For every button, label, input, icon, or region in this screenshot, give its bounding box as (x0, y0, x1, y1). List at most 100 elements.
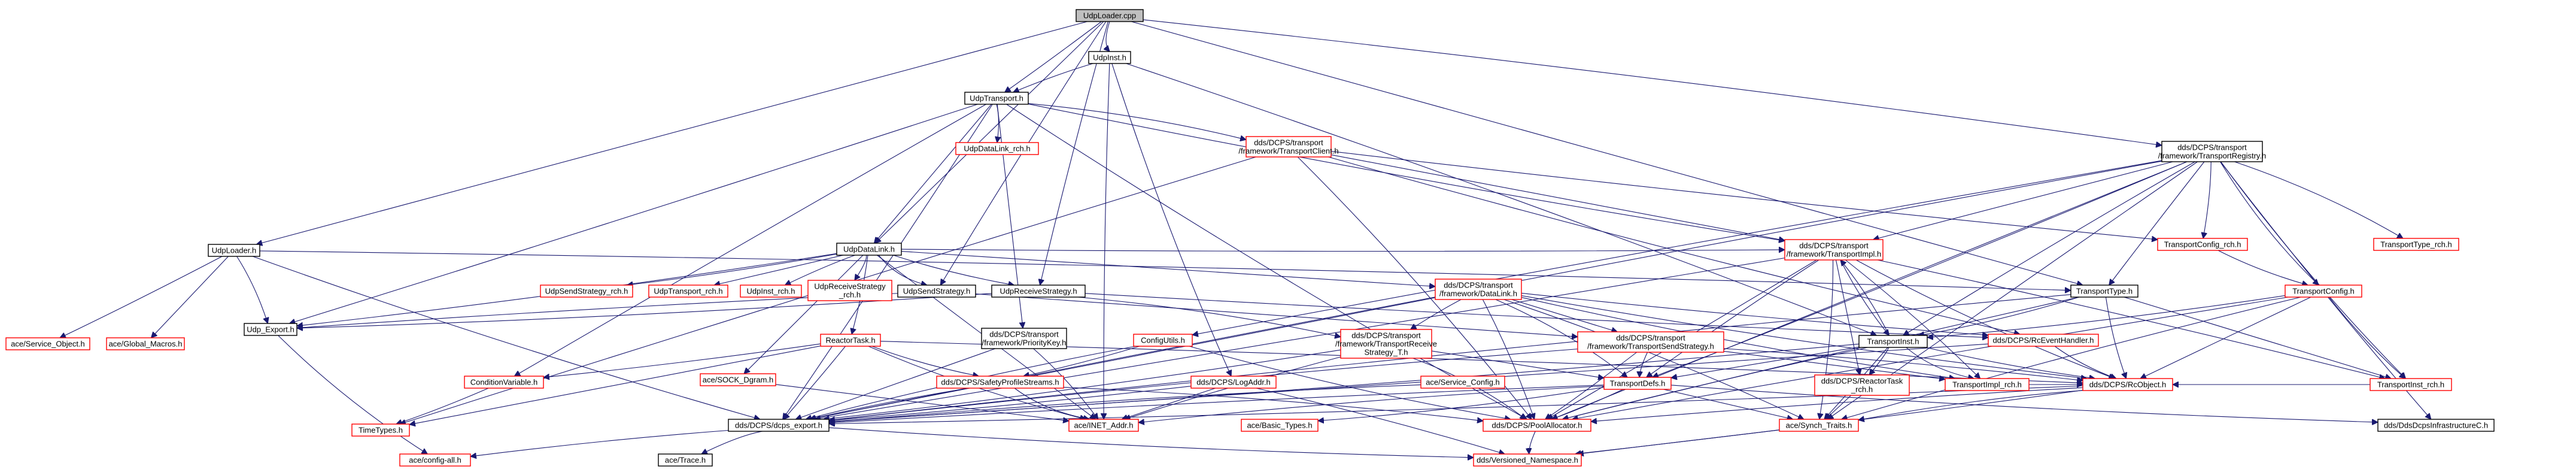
node-box (1133, 334, 1193, 347)
node-box (1784, 239, 1884, 261)
edge-transportconfig_h-to-synch_traits_h (1842, 296, 2301, 419)
node-box (1779, 419, 1859, 432)
node-transportreceivestrategy-t-h[interactable]: dds/DCPS/transport/framework/TransportRe… (1335, 329, 1437, 359)
node-transportclient-h[interactable]: dds/DCPS/transport/framework/TransportCl… (1238, 136, 1339, 158)
node-trace-h[interactable]: ace/Trace.h (658, 453, 713, 467)
node-versioned-namespace-h[interactable]: dds/Versioned_Namespace.h (1473, 453, 1582, 467)
node-service-config-h[interactable]: ace/Service_Config.h (1420, 376, 1505, 389)
edge-udploader_h-to-transporttype_h (259, 250, 2071, 291)
node-box (540, 285, 633, 298)
node-label: dds/DCPS/transport (1799, 241, 1869, 250)
node-rceventhandler-h[interactable]: dds/DCPS/RcEventHandler.h (1988, 334, 2099, 347)
node-box (700, 373, 776, 386)
edge-udploader_h-to-service_object_h (60, 256, 223, 338)
node-datalink-h[interactable]: dds/DCPS/transport/framework/DataLink.h (1435, 279, 1522, 300)
node-udpdatalink-h[interactable]: UdpDataLink.h (836, 243, 902, 256)
node-box (399, 453, 471, 467)
edge-reactortask_h-to-timetypes_h (409, 346, 821, 425)
node-udpreceivestrategy-h[interactable]: UdpReceiveStrategy.h (991, 285, 1086, 298)
node-udpreceivestrategy-rch-h[interactable]: UdpReceiveStrategy_rch.h (807, 280, 892, 301)
edge-udptransport_h-to-transportclient_h (1028, 103, 1246, 140)
node-udpsendstrategy-h[interactable]: UdpSendStrategy.h (897, 285, 976, 298)
node-poolallocator-h[interactable]: dds/DCPS/PoolAllocator.h (1483, 419, 1591, 432)
node-label: dds/Versioned_Namespace.h (1477, 456, 1578, 465)
node-box (2373, 238, 2459, 251)
node-box (1435, 279, 1522, 300)
node-transportsendstrategy-h[interactable]: dds/DCPS/transport/framework/TransportSe… (1577, 331, 1724, 353)
edge-transportregistry_h-to-transportimpl_h (1873, 161, 2173, 240)
node-label: UdpInst.h (1093, 53, 1126, 62)
node-box (728, 419, 830, 432)
node-udptransport-rch-h[interactable]: UdpTransport_rch.h (648, 285, 728, 298)
node-service-object-h[interactable]: ace/Service_Object.h (5, 337, 90, 350)
edge-rcobject_h-to-synch_traits_h (1858, 390, 2083, 420)
node-label: /framework/TransportClient.h (1238, 147, 1338, 156)
node-dcps-export-h[interactable]: dds/DCPS/dcps_export.h (728, 419, 830, 432)
node-transportimpl-h[interactable]: dds/DCPS/transport/framework/TransportIm… (1784, 239, 1884, 261)
node-udploader-h[interactable]: UdpLoader.h (208, 244, 260, 257)
node-label: Udp_Export.h (247, 325, 294, 334)
node-label: TransportInst.h (1867, 337, 1919, 346)
node-label: TransportConfig.h (2292, 287, 2355, 296)
edge-transportregistry_h-to-transportinst_rch_h (2220, 161, 2406, 379)
node-transportregistry-h[interactable]: dds/DCPS/transport/framework/TransportRe… (2158, 141, 2267, 162)
node-config-all-h[interactable]: ace/config-all.h (399, 453, 471, 467)
edge-rcobject_h-to-poolallocator_h (1591, 387, 2083, 422)
edge-datalink_h-to-transportdefs_h (1495, 299, 1627, 377)
node-transportinst-h[interactable]: TransportInst.h (1858, 335, 1928, 348)
node-label: /framework/PriorityKey.h (982, 338, 1067, 347)
node-label: ace/config-all.h (409, 456, 461, 465)
node-ddsdcpsinfrastructurec-h[interactable]: dds/DdsDcpsInfrastructureC.h (2377, 419, 2495, 432)
node-timetypes-h[interactable]: TimeTypes.h (351, 423, 410, 437)
node-logaddr-h[interactable]: dds/DCPS/LogAddr.h (1190, 376, 1277, 389)
node-udpsendstrategy-rch-h[interactable]: UdpSendStrategy_rch.h (540, 285, 633, 298)
node-udptransport-h[interactable]: UdpTransport.h (964, 92, 1029, 105)
edge-root-to-udpdatalink_h (875, 21, 1104, 243)
node-transporttype-h[interactable]: TransportType.h (2070, 285, 2138, 298)
node-udp-export-h[interactable]: Udp_Export.h (244, 323, 297, 336)
node-label: ace/Trace.h (665, 456, 706, 465)
node-transportinst-rch-h[interactable]: TransportInst_rch.h (2370, 378, 2452, 391)
node-transportdefs-h[interactable]: TransportDefs.h (1603, 377, 1672, 390)
edge-udpdatalink_h-to-udptransport_rch_h (714, 255, 843, 285)
node-udpinst-h[interactable]: UdpInst.h (1088, 51, 1131, 64)
edge-transportinst_h-to-reactortask_rch_h (1869, 347, 1890, 375)
edge-udptransport_h-to-udp_export_h (289, 104, 978, 323)
node-transportimpl-rch-h[interactable]: TransportImpl_rch.h (1945, 378, 2030, 391)
edge-udptransport_h-to-conditionvariable_h (514, 104, 986, 376)
edge-transportdefs_h-to-dcps_export_h (829, 385, 1605, 423)
node-udpdatalink-rch-h[interactable]: UdpDataLink_rch.h (955, 142, 1039, 155)
node-box (2377, 419, 2495, 432)
node-box (1340, 329, 1432, 359)
node-layer: UdpLoader.cppUdpInst.hUdpTransport.hUdpL… (5, 9, 2495, 467)
node-basic-types-h[interactable]: ace/Basic_Types.h (1241, 419, 1319, 432)
node-safetyprofilestreams-h[interactable]: dds/DCPS/SafetyProfileStreams.h (936, 376, 1064, 389)
node-reactortask-rch-h[interactable]: dds/DCPS/ReactorTask_rch.h (1814, 374, 1910, 396)
edge-datalink_h-to-dcps_export_h (809, 297, 1436, 419)
node-label: ace/Global_Macros.h (109, 340, 183, 349)
node-prioritykey-h[interactable]: dds/DCPS/transport/framework/PriorityKey… (981, 328, 1067, 349)
node-sock-dgram-h[interactable]: ace/SOCK_Dgram.h (700, 373, 776, 386)
node-transportconfig-rch-h[interactable]: TransportConfig_rch.h (2157, 238, 2248, 251)
edge-transportclient_h-to-transportimpl_h (1330, 154, 1785, 240)
node-reactortask-h[interactable]: ReactorTask.h (820, 334, 881, 347)
edge-udploader_h-to-udp_export_h (236, 256, 268, 323)
node-inet-addr-h[interactable]: ace/INET_Addr.h (1068, 419, 1139, 432)
node-transporttype-rch-h[interactable]: TransportType_rch.h (2373, 238, 2459, 251)
node-synch-traits-h[interactable]: ace/Synch_Traits.h (1779, 419, 1859, 432)
node-transportconfig-h[interactable]: TransportConfig.h (2285, 285, 2362, 298)
node-box (2285, 285, 2362, 298)
node-rcobject-h[interactable]: dds/DCPS/RcObject.h (2082, 378, 2173, 391)
node-label: UdpInst_rch.h (747, 287, 795, 296)
node-configutils-h[interactable]: ConfigUtils.h (1133, 334, 1193, 347)
node-global-macros-h[interactable]: ace/Global_Macros.h (106, 337, 185, 350)
edge-transportdefs_h-to-basic_types_h (1318, 387, 1605, 421)
edge-transportregistry_h-to-transporttype_h (2109, 161, 2205, 285)
edge-sock_dgram_h-to-inet_addr_h (775, 384, 1069, 421)
node-label: dds/DCPS/transport (1444, 281, 1513, 290)
node-conditionvariable-h[interactable]: ConditionVariable.h (464, 376, 544, 389)
node-udpinst-rch-h[interactable]: UdpInst_rch.h (740, 285, 802, 298)
edge-synch_traits_h-to-versioned_namespace_h (1578, 429, 1780, 454)
node-box (1190, 376, 1277, 389)
node-box (1088, 51, 1131, 64)
